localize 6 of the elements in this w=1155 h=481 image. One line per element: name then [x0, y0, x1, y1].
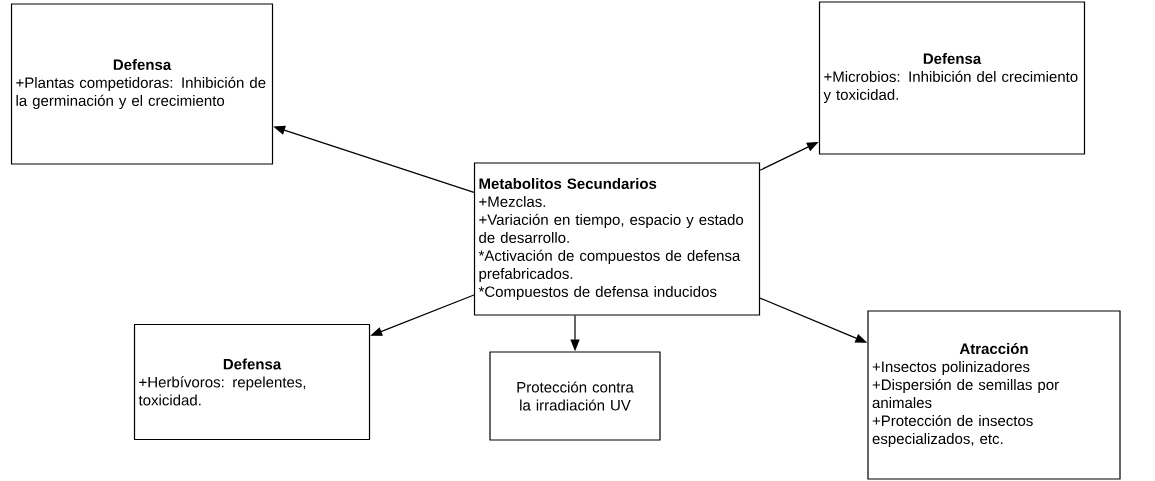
text-box: Defensa +Herbívoros: repelentes, toxicidad.: [133, 323, 371, 441]
text-box: Metabolitos Secundarios +Mezclas. +Variación en tiempo, espacio y estado de desarrollo. *Activación de compuestos de defensa prefabricados. *Compuestos de defensa inducidos: [473, 162, 761, 316]
text-box: Defensa +Plantas competidoras: Inhibición de la germinación y el crecimiento: [10, 3, 274, 165]
text-box: Atracción +Insectos polinizadores +Dispersión de semillas por animales +Protección de insectos especializados, etc.: [867, 310, 1121, 480]
text-box: Protección contra la irradiación UV: [489, 351, 661, 441]
text-box: Defensa +Microbios: Inhibición del crecimiento y toxicidad.: [818, 1, 1086, 155]
